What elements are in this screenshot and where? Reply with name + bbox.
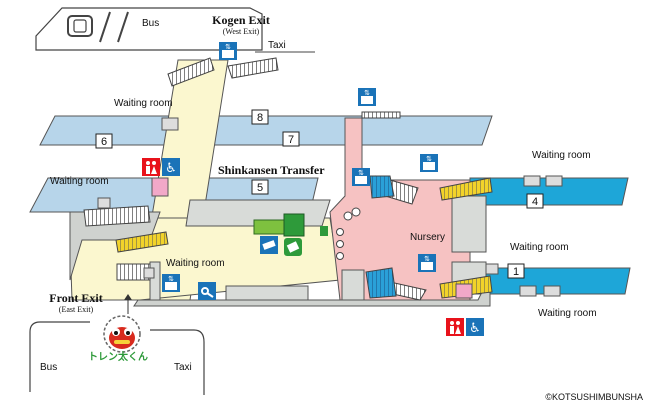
svg-text:8: 8	[257, 112, 263, 124]
platform-7-sign: 7	[282, 131, 300, 147]
mascot: トレン太くん	[88, 315, 148, 363]
elevator-icon: ⇅	[162, 274, 180, 292]
svg-text:⇅: ⇅	[426, 155, 432, 163]
mascot-name: トレン太くん	[88, 350, 148, 363]
concourse	[69, 59, 491, 307]
elevator-icon: ⇅	[418, 254, 436, 272]
waiting-room-boxes	[97, 117, 499, 279]
svg-text:1: 1	[513, 266, 519, 278]
front-exit-arrow	[124, 294, 132, 314]
platform-numbers: 8 7 6 5 4 1	[95, 109, 544, 279]
svg-text:5: 5	[257, 182, 263, 194]
restroom-icon	[446, 318, 464, 336]
right-platforms	[469, 175, 631, 297]
restroom-icon	[142, 158, 160, 176]
platform-4-sign: 4	[526, 193, 544, 209]
platform-5-sign: 5	[251, 179, 269, 195]
svg-text:6: 6	[101, 136, 107, 148]
east-plaza	[29, 321, 205, 395]
ticket-gate-icon	[284, 238, 302, 256]
bus-label-bottom: Bus	[40, 362, 57, 373]
elevator-icon: ⇅	[358, 88, 376, 106]
taxi-label-top: Taxi	[268, 40, 286, 51]
svg-text:4: 4	[532, 196, 538, 208]
labels: Bus Taxi Kogen Exit (West Exit) Waiting …	[40, 13, 643, 402]
svg-text:♿: ♿	[165, 160, 177, 175]
elevator-icon: ⇅	[420, 154, 438, 172]
waiting-room-right-bottom-label: Waiting room	[538, 308, 597, 319]
waiting-room-right-top-label: Waiting room	[532, 150, 591, 161]
kogen-exit-subtitle: (West Exit)	[223, 27, 260, 36]
svg-text:⇅: ⇅	[168, 275, 174, 283]
elevator-icons: ⇅ ⇅ ⇅ ⇅ ⇅ ⇅	[162, 42, 438, 292]
svg-text:⇅: ⇅	[424, 255, 430, 263]
svg-text:⇅: ⇅	[358, 169, 364, 177]
waiting-room-center-label: Waiting room	[166, 258, 225, 269]
wheelchair-icon: ♿	[466, 318, 484, 336]
front-exit-subtitle: (East Exit)	[59, 305, 94, 314]
nursery-label: Nursery	[410, 232, 445, 243]
transfer-gates	[336, 207, 361, 260]
shinkansen-transfer-label: Shinkansen Transfer	[218, 163, 325, 177]
kogen-exit-title: Kogen Exit	[212, 13, 270, 27]
ticket-gates	[253, 213, 328, 237]
bus-label-top: Bus	[142, 18, 159, 29]
platform-6-sign: 6	[95, 133, 113, 149]
waiting-room-right-mid-label: Waiting room	[510, 242, 569, 253]
svg-text:♿: ♿	[469, 320, 481, 335]
svg-text:7: 7	[288, 134, 294, 146]
ticket-machine-icon	[260, 236, 278, 254]
wheelchair-icon: ♿	[162, 158, 180, 176]
restroom-icons: ♿ ♿	[142, 158, 484, 336]
elevator-icon: ⇅	[352, 168, 370, 186]
taxi-label-bottom: Taxi	[174, 362, 192, 373]
svg-text:⇅: ⇅	[225, 43, 231, 51]
waiting-room-left-label: Waiting room	[50, 176, 109, 187]
service-icons	[198, 236, 302, 300]
platform-1-sign: 1	[507, 263, 525, 279]
copyright: ©KOTSUSHIMBUNSHA	[545, 392, 643, 402]
platform-8-sign: 8	[251, 109, 269, 125]
west-plaza	[35, 7, 315, 53]
front-exit-title: Front Exit	[49, 291, 102, 305]
locker-icon	[198, 282, 216, 300]
elevator-icon: ⇅	[219, 42, 237, 60]
svg-text:⇅: ⇅	[364, 89, 370, 97]
waiting-room-top-label: Waiting room	[114, 98, 173, 109]
